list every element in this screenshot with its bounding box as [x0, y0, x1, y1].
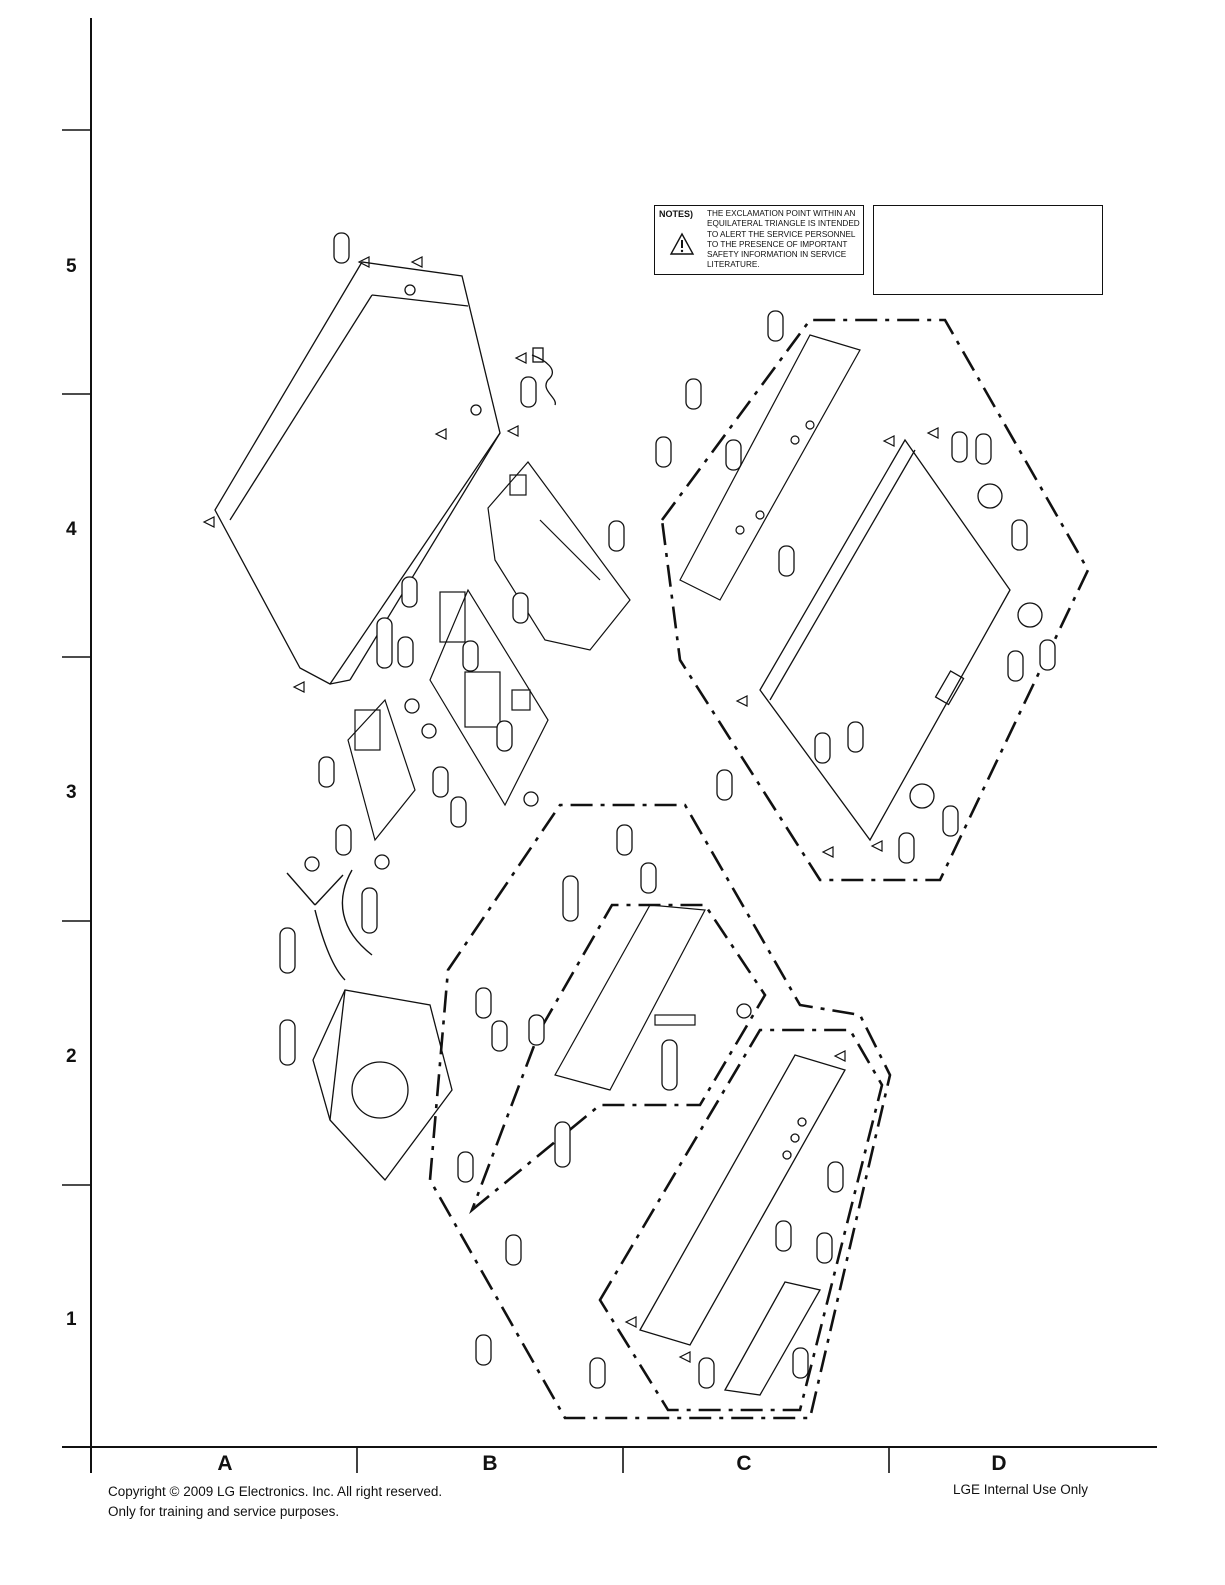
row-label-4: 4: [66, 519, 77, 540]
part-callouts: [279, 232, 1056, 1389]
internal-use-text: LGE Internal Use Only: [953, 1482, 1089, 1497]
row-label-2: 2: [66, 1046, 77, 1067]
warning-triangle-icon: [669, 232, 695, 255]
dvd-drive: [312, 989, 453, 1182]
notes-text: THE EXCLAMATION POINT WITHIN AN EQUILATE…: [707, 209, 860, 270]
power-board-bracket: [487, 461, 631, 651]
notes-box: NOTES) THE EXCLAMATION POINT WITHIN AN E…: [654, 205, 864, 275]
top-cover: [214, 261, 501, 685]
notes-heading: NOTES): [659, 209, 694, 219]
usage-text: Only for training and service purposes.: [108, 1504, 340, 1519]
jack-board: [347, 698, 416, 842]
column-label-a: A: [217, 1452, 233, 1475]
warning-triangles: [202, 256, 939, 1363]
front-panel: [639, 1054, 846, 1396]
column-label-c: C: [736, 1452, 752, 1475]
row-label-5: 5: [66, 256, 77, 277]
footer-copyright: Copyright © 2009 LG Electronics. Inc. Al…: [108, 1482, 442, 1522]
column-label-b: B: [482, 1452, 498, 1475]
column-label-d: D: [991, 1452, 1007, 1475]
chassis: [759, 438, 1043, 842]
power-cord: [531, 347, 556, 406]
assembly-outlines: [428, 318, 1090, 1420]
copyright-text: Copyright © 2009 LG Electronics. Inc. Al…: [108, 1484, 443, 1499]
row-label-1: 1: [66, 1309, 77, 1330]
row-label-3: 3: [66, 782, 77, 803]
front-board: [554, 904, 706, 1091]
main-board: [429, 588, 549, 807]
front-panel-bracket: [679, 334, 861, 601]
cables: [286, 869, 373, 981]
blank-info-box: [873, 205, 1103, 295]
